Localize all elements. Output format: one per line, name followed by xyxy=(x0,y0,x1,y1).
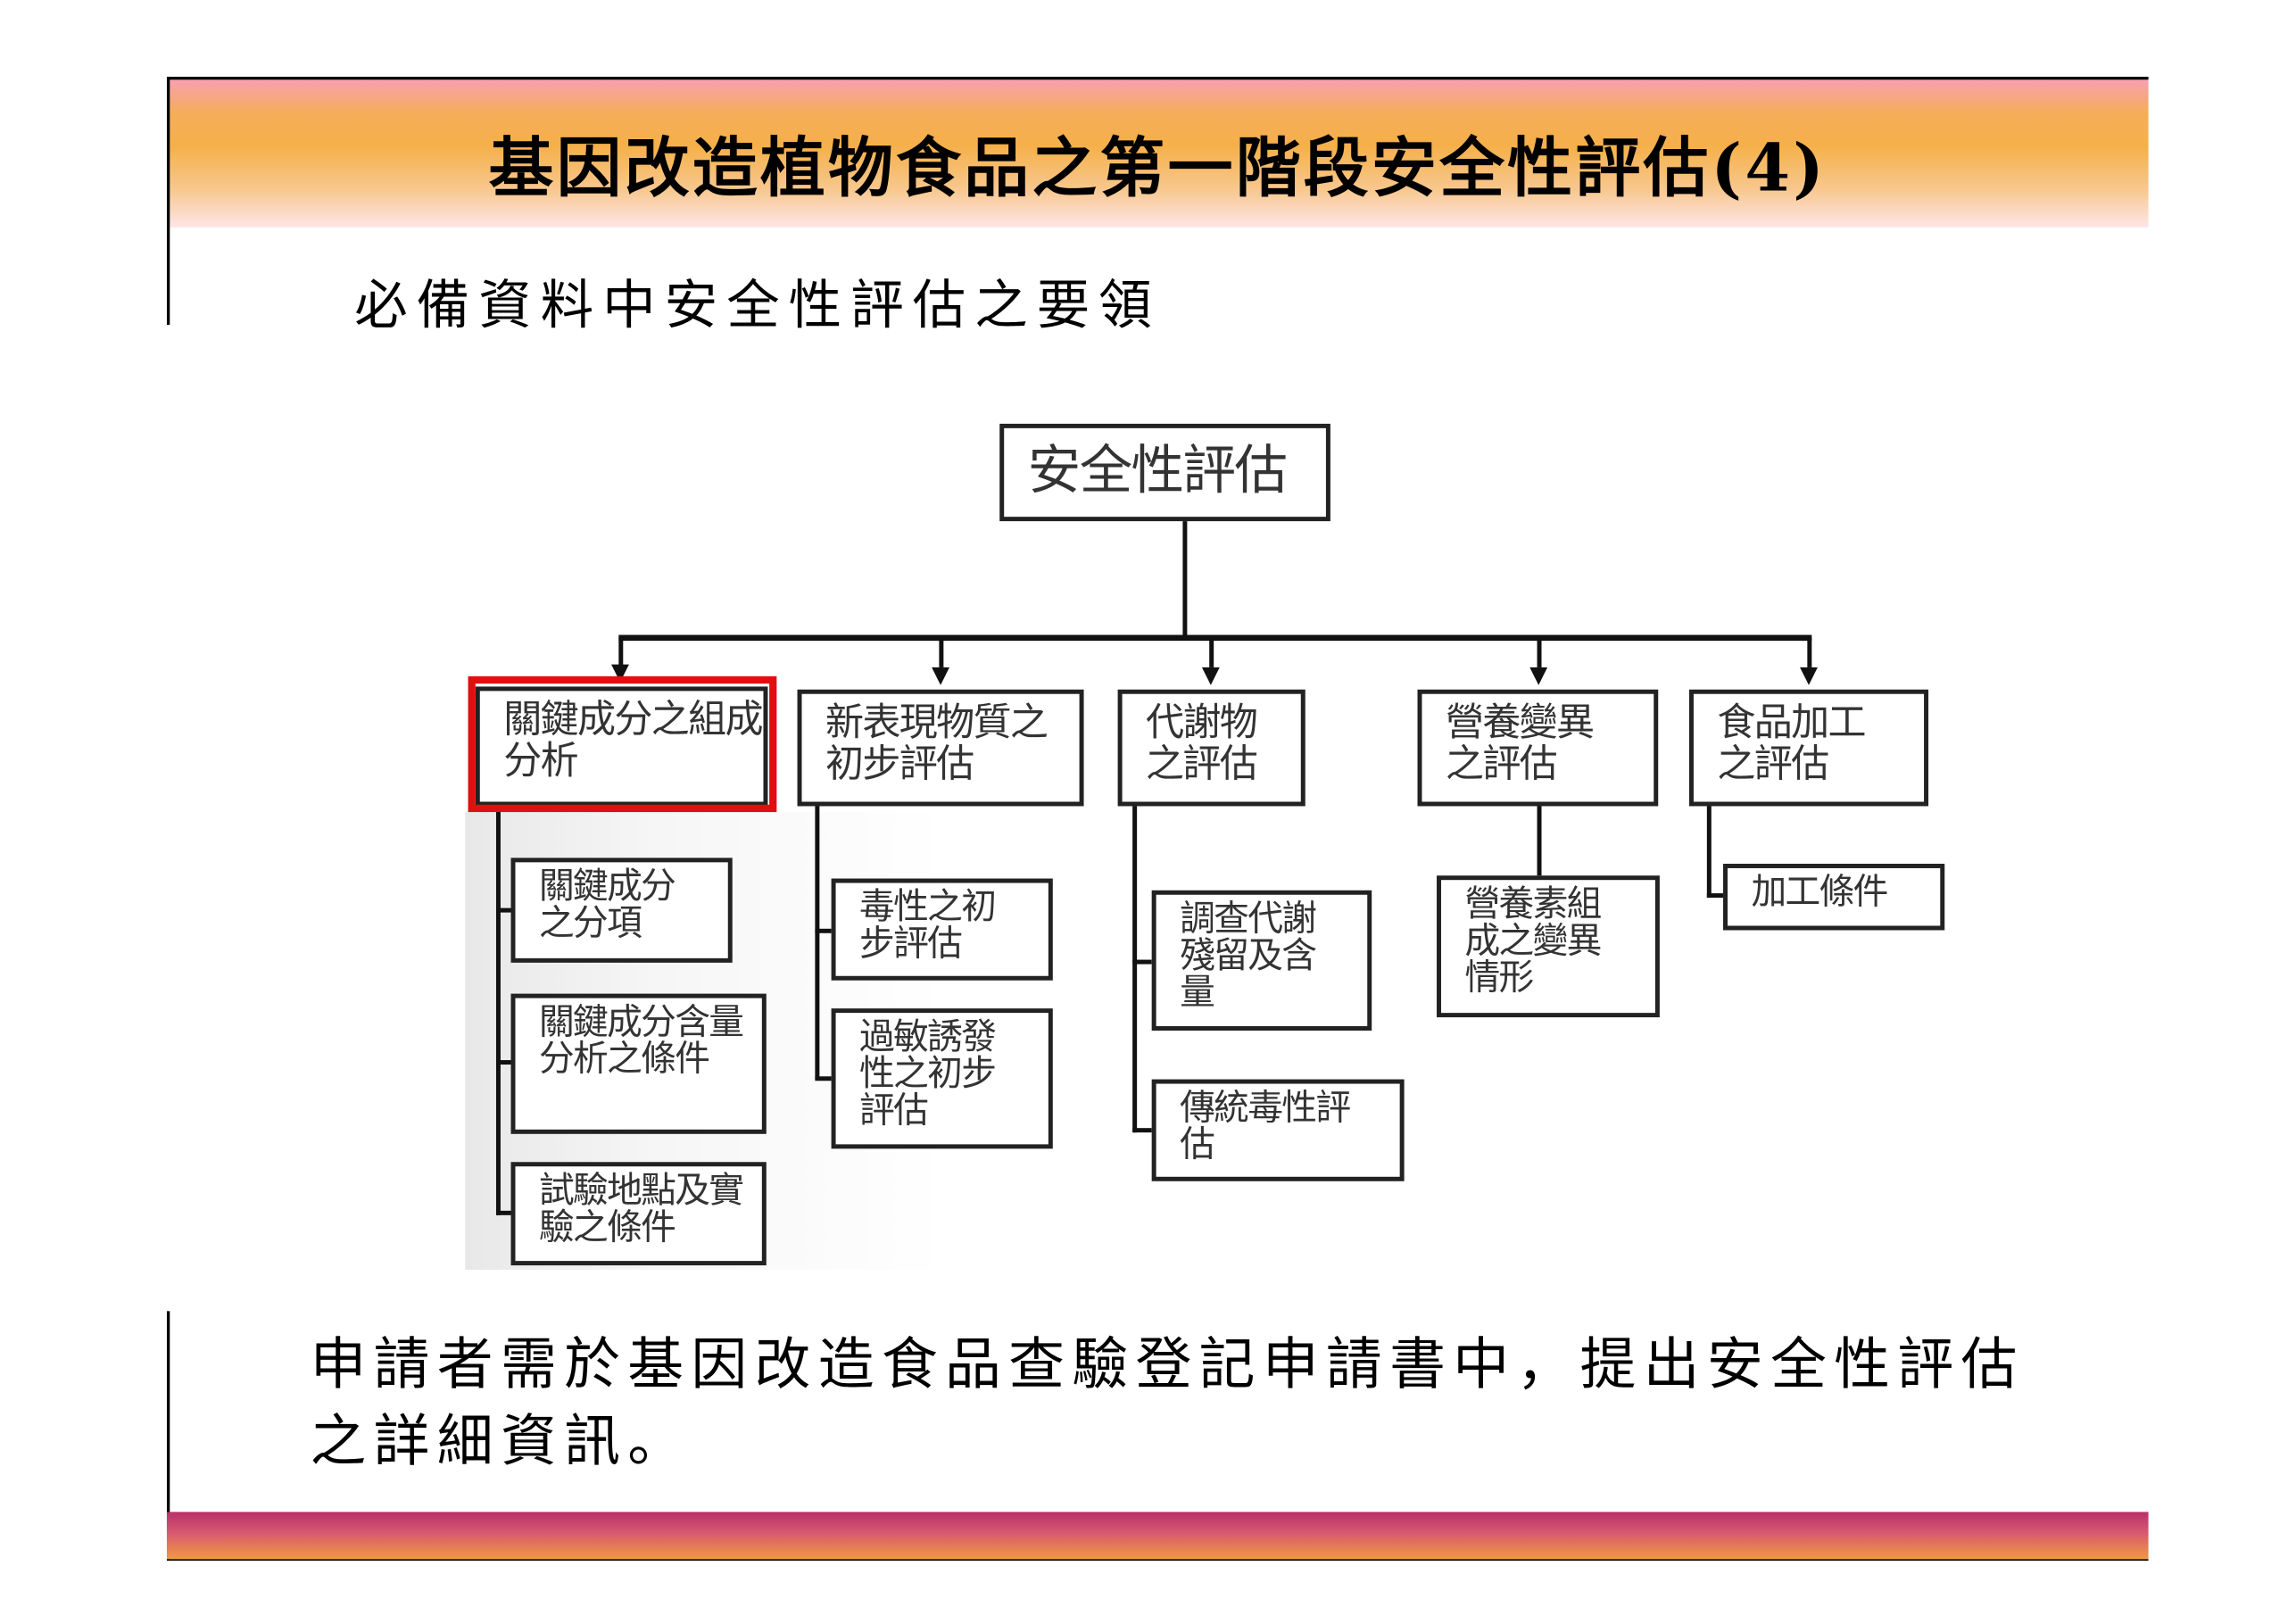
child-node: 調查代謝殘留及含量 xyxy=(1151,890,1372,1031)
arrow-down-icon xyxy=(1800,667,1818,685)
branch-connector xyxy=(618,634,1812,642)
connector xyxy=(1706,804,1711,899)
child-node: 毒性之初步評估 xyxy=(831,878,1053,981)
highlight-frame xyxy=(468,675,777,813)
child-node: 傳統毒性評估 xyxy=(1151,1079,1405,1181)
arrow-down-icon xyxy=(1201,667,1220,685)
branch-node: 代謝物之評估 xyxy=(1117,689,1305,807)
connector xyxy=(1807,637,1812,667)
child-node: 加工條件 xyxy=(1723,863,1945,931)
root-node: 安全性評估 xyxy=(999,423,1330,522)
connector xyxy=(815,1076,832,1081)
slide-subtitle: 必備資料中安全性評估之要領 xyxy=(354,276,1161,337)
connector xyxy=(1132,1128,1152,1132)
connector xyxy=(939,637,944,667)
connector xyxy=(495,1210,511,1214)
connector xyxy=(1209,637,1214,667)
connector xyxy=(495,804,501,1215)
root-connector xyxy=(1182,519,1188,640)
child-node: 營養素組成之變異情形 xyxy=(1437,875,1660,1018)
footer-bar xyxy=(166,1512,2149,1562)
footer-text: 申請者需於基因改造食品查驗登記申請書中，提出安全性評估之詳細資訊。 xyxy=(310,1331,2025,1474)
title-band xyxy=(166,77,2149,228)
branch-node: 新表現物質之初步評估 xyxy=(797,689,1084,807)
connector xyxy=(495,907,511,912)
branch-node: 營養變異之評估 xyxy=(1417,689,1659,807)
connector xyxy=(495,1060,511,1065)
branch-node: 關鍵成分之組成分析 xyxy=(475,686,768,807)
slide-title: 基因改造植物食品之第一階段安全性評估(4) xyxy=(488,131,1828,207)
child-node: 關鍵成分之分項 xyxy=(510,858,733,963)
child-node: 過敏誘發性之初步評估 xyxy=(831,1008,1053,1149)
branch-node: 食品加工之評估 xyxy=(1688,689,1929,807)
connector xyxy=(1132,959,1152,964)
arrow-down-icon xyxy=(932,667,949,685)
left-rule xyxy=(166,1311,170,1560)
connector xyxy=(1537,804,1541,877)
arrow-down-icon xyxy=(1529,667,1548,685)
connector xyxy=(815,928,832,932)
connector xyxy=(815,804,819,1080)
left-rule xyxy=(166,77,170,326)
connector xyxy=(618,637,624,667)
connector xyxy=(1706,893,1724,898)
child-node: 試驗地點及實驗之條件 xyxy=(510,1162,767,1266)
child-node: 關鍵成分含量分析之條件 xyxy=(510,993,767,1134)
connector xyxy=(1537,637,1542,667)
connector xyxy=(1132,804,1137,1133)
